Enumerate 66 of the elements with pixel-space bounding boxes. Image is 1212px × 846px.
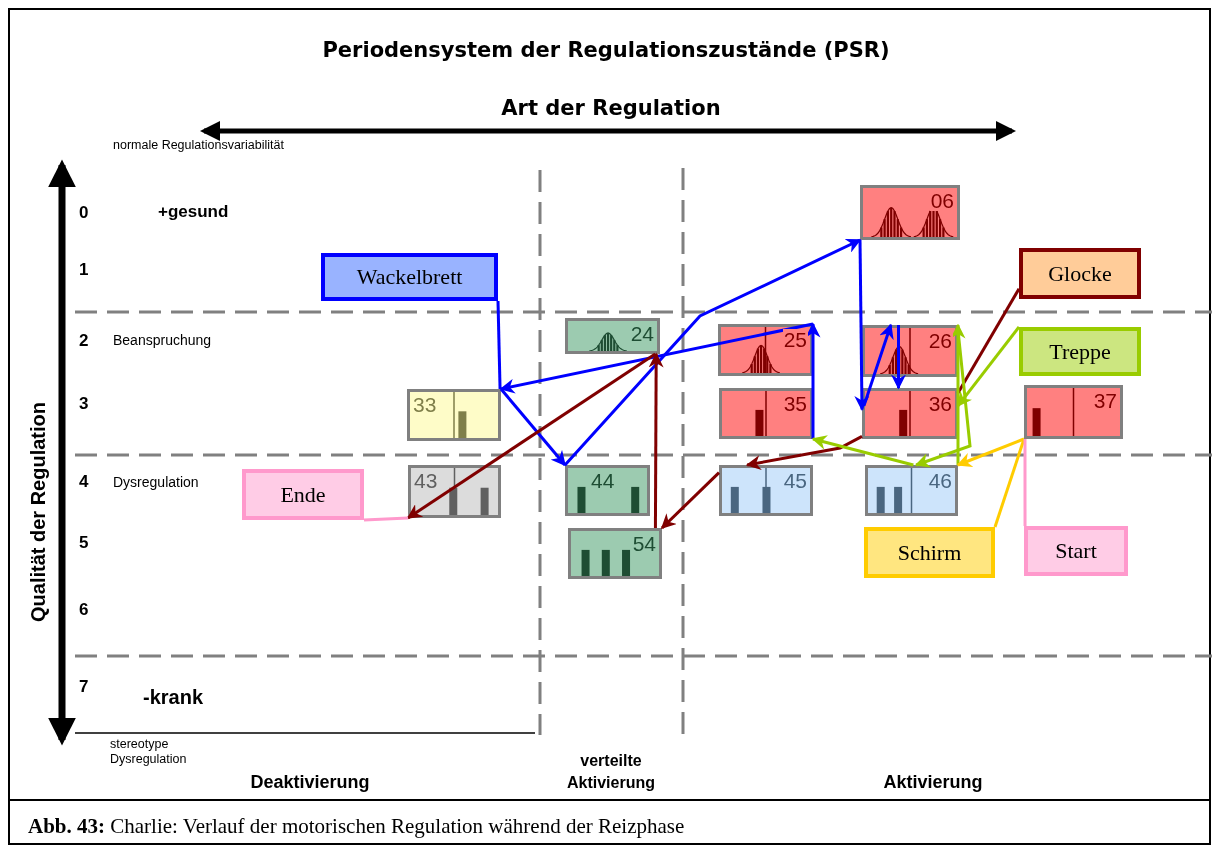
axis-label: verteilte Aktivierung <box>566 751 656 793</box>
axis-note: stereotype Dysregulation <box>110 737 188 767</box>
axis-label: Deaktivierung <box>250 772 370 793</box>
axis-label: 3 <box>79 394 89 414</box>
state-cell <box>718 324 813 376</box>
title: Periodensystem der Regulationszustände (PSR) <box>321 38 891 62</box>
state-cell <box>565 465 650 516</box>
box-label: Wackelbrett <box>356 264 463 290</box>
state-cell <box>719 388 813 439</box>
arrow <box>406 352 657 520</box>
arrow <box>862 323 894 407</box>
state-cell <box>1024 385 1123 439</box>
arrow <box>811 435 914 467</box>
label-box <box>864 527 995 578</box>
state-number: 25 <box>782 329 808 350</box>
leader-line <box>1023 439 1027 526</box>
state-cell <box>568 528 662 579</box>
box-label: Schirm <box>897 539 962 566</box>
arrow <box>563 238 862 466</box>
axis-label: Aktivierung <box>883 772 983 793</box>
axis-label: 0 <box>79 203 89 223</box>
state-cell <box>408 465 501 518</box>
axis-label: Qualität der Regulation <box>26 402 50 622</box>
label-box <box>1024 526 1128 576</box>
axis-label: +gesund <box>158 202 229 222</box>
label-box <box>242 469 364 520</box>
leader-line <box>993 438 1026 528</box>
arrow <box>499 322 814 394</box>
axis-label: -krank <box>143 686 204 709</box>
axis-label: 4 <box>79 472 89 492</box>
box-label: Treppe <box>1049 338 1111 365</box>
axis-label: Dysregulation <box>113 474 199 490</box>
caption: Abb. 43: Charlie: Verlauf der motorischen Regulation während der Reizphase <box>28 814 685 839</box>
arrow <box>745 435 863 470</box>
axis-label: 5 <box>79 533 89 553</box>
state-number: 26 <box>927 330 953 351</box>
state-cell <box>565 318 660 354</box>
arrow <box>660 471 721 530</box>
label-box <box>1019 248 1141 299</box>
leader-line <box>496 300 502 390</box>
box-label: Glocke <box>1048 260 1112 287</box>
leader-line <box>363 516 409 522</box>
state-cell <box>719 465 813 516</box>
box-label: Start <box>1055 538 1097 564</box>
axis-note: normale Regulationsvariabilität <box>113 138 285 152</box>
axis-label: 7 <box>79 677 89 697</box>
arrow <box>499 388 567 467</box>
state-cell <box>407 389 501 441</box>
arrow <box>950 323 966 465</box>
arrow <box>891 325 906 390</box>
arrow <box>648 352 664 528</box>
arrow <box>854 239 870 411</box>
label-box <box>1019 327 1141 376</box>
label-box <box>321 253 498 301</box>
axis-label: 2 <box>79 331 89 351</box>
box-label: Ende <box>280 481 326 508</box>
state-cell <box>862 325 958 377</box>
state-cell <box>865 465 958 516</box>
state-cell <box>862 388 958 439</box>
axis-label: 6 <box>79 600 89 620</box>
state-cell <box>860 185 960 240</box>
axis-label: 1 <box>79 260 89 280</box>
axis-label: Art der Regulation <box>501 96 721 120</box>
axis-label: Beanspruchung <box>113 332 212 348</box>
arrow <box>956 437 1025 468</box>
arrow <box>805 322 821 439</box>
